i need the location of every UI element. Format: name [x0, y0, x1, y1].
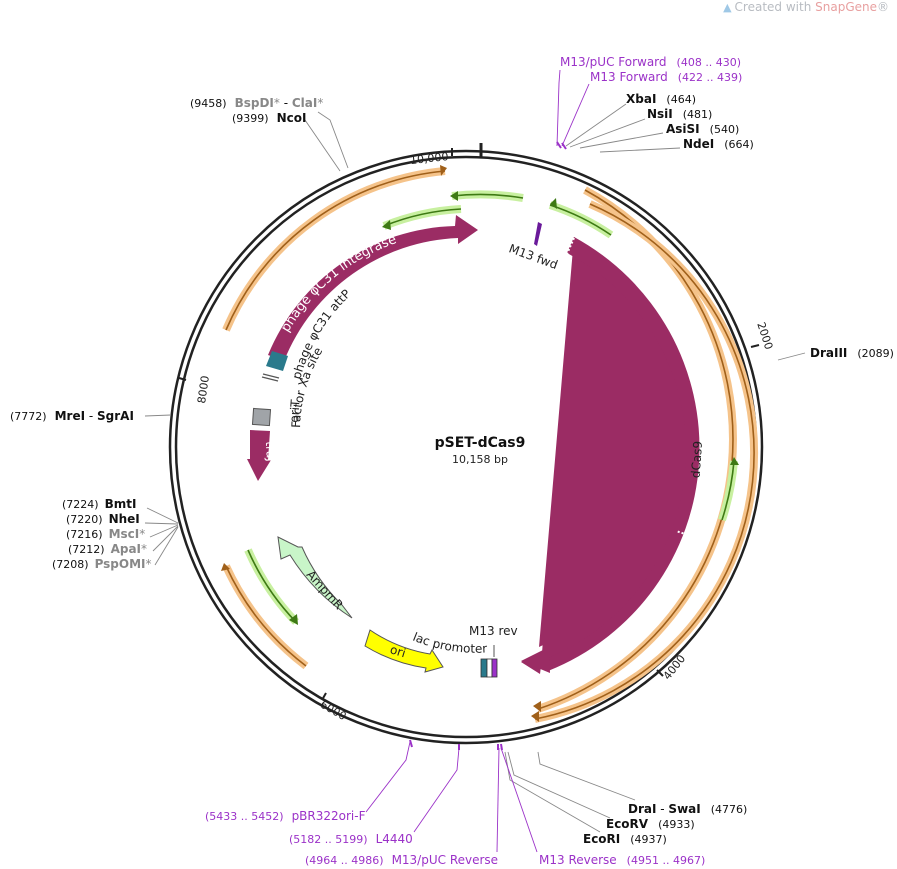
primer-m13puc-forward: M13/pUC Forward(408 .. 430): [560, 55, 741, 69]
site-mrei-sgrai: (7772)MreI - SgrAI: [10, 409, 134, 423]
bottom-primer-labels: (5433 .. 5452)pBR322ori-F (5182 .. 5199)…: [205, 809, 705, 867]
dcas9-arrowhead: [521, 647, 550, 673]
orf-green-arrowheads: [289, 191, 739, 625]
plasmid-length: 10,158 bp: [452, 453, 508, 466]
tick-label-6000: 6000: [318, 698, 349, 723]
left-top-site-labels: (9458)BspDI* - ClaI* (9399)NcoI (7772)Mr…: [10, 96, 323, 423]
tick-label-2000: 2000: [754, 321, 775, 352]
site-bmti: (7224)BmtI: [62, 497, 136, 511]
orit-feature[interactable]: [251, 407, 272, 427]
site-msci: (7216)MscI*: [66, 527, 145, 541]
primer-m13-forward: M13 Forward(422 .. 439): [590, 70, 742, 84]
ori-feature[interactable]: [364, 629, 444, 673]
site-nsii: NsiI(481): [647, 107, 712, 121]
m13fwd-primer[interactable]: [534, 222, 542, 246]
primer-site-markers: [409, 141, 567, 751]
plasmid-name: pSET-dCas9: [435, 435, 526, 451]
primer-l4440: (5182 .. 5199)L4440: [289, 832, 413, 846]
orit-label: oriT: [287, 399, 303, 424]
watermark-brand: SnapGene: [815, 0, 877, 14]
tick-label-10000: 10,000: [409, 150, 449, 167]
site-ecorv: EcoRV(4933): [606, 817, 695, 831]
watermark-reg: ®: [877, 0, 889, 14]
site-bspdi-clai: (9458)BspDI* - ClaI*: [190, 96, 323, 110]
traj-label: traJ: [263, 441, 278, 462]
orf-orange-arrowheads: [221, 165, 541, 722]
watermark-prefix: Created with: [734, 0, 816, 14]
watermark: ▲Created with SnapGene®: [723, 0, 889, 14]
dcas9-body[interactable]: [548, 237, 700, 671]
traj-feature[interactable]: [247, 430, 271, 481]
leader-lines: [144, 69, 806, 853]
site-drai-swai: DraI - SwaI(4776): [628, 802, 747, 816]
ampmr-feature[interactable]: [277, 536, 353, 619]
dcas9-dash-1: [566, 237, 575, 255]
lac-feature-cluster[interactable]: [480, 645, 498, 678]
ampmr-label: AmpmR: [304, 568, 346, 613]
site-apai: (7212)ApaI*: [68, 542, 147, 556]
top-primer-labels: M13/pUC Forward(408 .. 430) M13 Forward(…: [560, 55, 742, 84]
tick-marks: [178, 148, 760, 701]
m13fwd-label: M13 fwd: [507, 241, 560, 272]
ori-label: ori: [388, 642, 407, 660]
dcas9-dash-2: [675, 530, 692, 537]
site-ndei: NdeI(664): [683, 137, 754, 151]
factor-xa-site: [261, 373, 280, 382]
site-ncoi: (9399)NcoI: [232, 111, 306, 125]
attp-feature[interactable]: [266, 351, 288, 371]
dcas9-label: dCas9: [688, 440, 705, 478]
dcas9-feature[interactable]: [521, 237, 692, 674]
site-asisi: AsiSI(540): [666, 122, 739, 136]
site-nhei: (7220)NheI: [66, 512, 140, 526]
primer-m13-reverse: M13 Reverse(4951 .. 4967): [539, 853, 705, 867]
left-mid-site-labels: (7224)BmtI (7220)NheI (7216)MscI* (7212)…: [52, 497, 152, 571]
site-xbai: XbaI(464): [626, 92, 696, 106]
bottom-right-site-labels: DraI - SwaI(4776) EcoRV(4933) EcoRI(4937…: [583, 802, 747, 846]
site-ecori: EcoRI(4937): [583, 832, 667, 846]
tick-label-8000: 8000: [195, 375, 212, 405]
backbone-outer: [168, 149, 764, 745]
right-site-labels: XbaI(464) NsiI(481) AsiSI(540) NdeI(664)…: [626, 92, 894, 360]
site-pspomi: (7208)PspOMI*: [52, 557, 152, 571]
integrase-feature[interactable]: [268, 215, 478, 361]
primer-m13puc-reverse: (4964 .. 4986)M13/pUC Reverse: [305, 853, 498, 867]
m13rev-label: M13 rev: [469, 624, 518, 638]
site-draiii: DraIII(2089): [810, 346, 894, 360]
primer-pbr322ori-f: (5433 .. 5452)pBR322ori-F: [205, 809, 366, 823]
snapgene-logo-icon: ▲: [723, 1, 732, 14]
